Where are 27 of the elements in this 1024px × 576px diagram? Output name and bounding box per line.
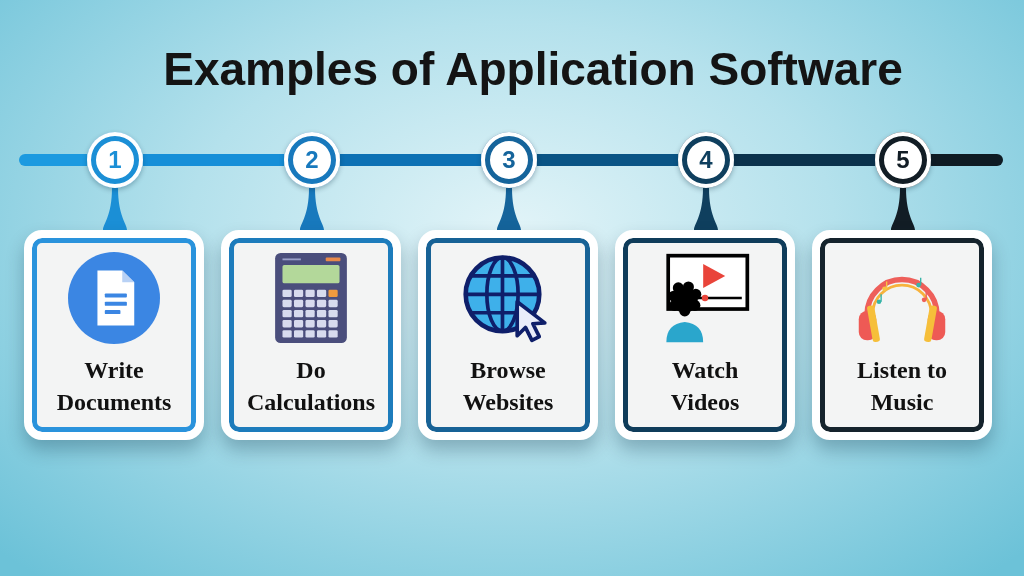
card-label: Write Documents <box>55 356 173 417</box>
step-marker: 3 <box>481 132 537 188</box>
card-label: Browse Websites <box>461 356 555 417</box>
step-marker: 2 <box>284 132 340 188</box>
connector-stem <box>891 188 915 230</box>
connector-stem <box>103 188 127 230</box>
card <box>24 230 204 440</box>
connector-stem <box>497 188 521 230</box>
timeline-bar <box>537 154 678 166</box>
connector-stem <box>694 188 718 230</box>
card <box>812 230 992 440</box>
timeline-bar <box>931 154 1003 166</box>
step-marker: 1 <box>87 132 143 188</box>
title: Examples of Application Software <box>163 42 903 96</box>
card <box>221 230 401 440</box>
card <box>418 230 598 440</box>
timeline-bar <box>19 154 87 166</box>
timeline-bar <box>734 154 875 166</box>
step-marker: 5 <box>875 132 931 188</box>
timeline-bar <box>340 154 481 166</box>
card <box>615 230 795 440</box>
card-label: Watch Videos <box>669 356 741 417</box>
card-label: Listen to Music <box>856 356 948 417</box>
step-marker: 4 <box>678 132 734 188</box>
timeline-bar <box>143 154 284 166</box>
connector-stem <box>300 188 324 230</box>
card-label: Do Calculations <box>246 356 376 417</box>
